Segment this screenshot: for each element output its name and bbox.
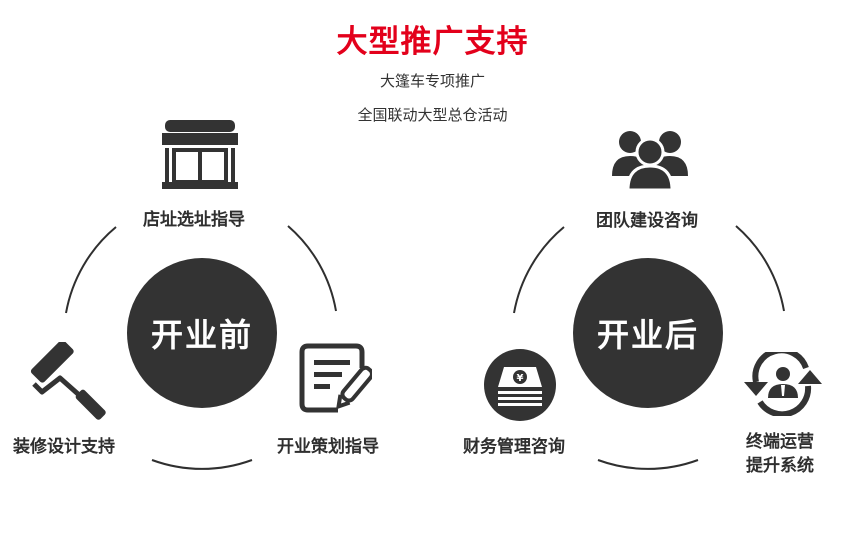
- paint-roller-icon: [30, 342, 106, 420]
- right-arc-bottom: [597, 459, 699, 470]
- before-opening-circle: 开业前: [127, 258, 277, 408]
- after-opening-circle: 开业后: [573, 258, 723, 408]
- item-financial-management: 财务管理咨询: [463, 437, 565, 457]
- left-arc-upper-right: [287, 225, 337, 312]
- subtitle-national-event: 全国联动大型总仓活动: [357, 106, 508, 124]
- after-opening-label: 开业后: [596, 316, 699, 354]
- yuan-money-icon: ¥: [484, 349, 556, 421]
- svg-text:¥: ¥: [517, 373, 524, 384]
- item-team-building: 团队建设咨询: [596, 211, 698, 231]
- item-terminal-operations-line2: 提升系统: [746, 456, 814, 476]
- before-opening-label: 开业前: [150, 316, 253, 354]
- item-terminal-operations-line1: 终端运营: [746, 432, 814, 452]
- person-cycle-icon: [744, 352, 822, 416]
- left-arc-upper-left: [65, 226, 117, 314]
- left-arc-bottom: [151, 459, 253, 470]
- item-opening-planning: 开业策划指导: [277, 437, 379, 457]
- team-icon: [612, 131, 688, 190]
- item-terminal-operations: 终端运营 提升系统: [746, 430, 814, 478]
- storefront-icon: [162, 120, 238, 189]
- page-title: 大型推广支持: [336, 24, 529, 60]
- item-decoration-design: 装修设计支持: [13, 437, 115, 457]
- item-store-location: 店址选址指导: [143, 210, 245, 230]
- document-edit-icon: [299, 343, 372, 413]
- subtitle-caravan-promotion: 大篷车专项推广: [379, 72, 485, 90]
- right-arc-upper-right: [735, 225, 785, 312]
- right-arc-upper-left: [513, 226, 565, 314]
